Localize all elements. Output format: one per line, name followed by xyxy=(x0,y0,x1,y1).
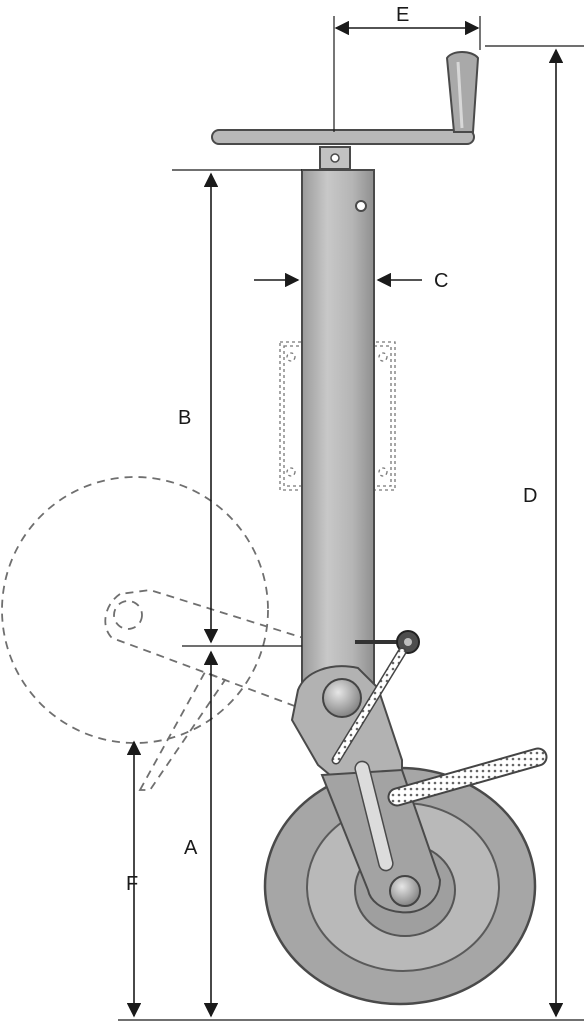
dimension-f: F xyxy=(126,740,142,1018)
tube-bolt xyxy=(355,200,367,212)
dimension-label-f: F xyxy=(126,873,138,895)
stowed-position-outline xyxy=(1,476,343,791)
stowed-leg-outline xyxy=(138,670,227,791)
pivot-ball xyxy=(322,678,362,718)
dimension-d: D xyxy=(485,45,584,1018)
release-pin xyxy=(355,630,420,654)
fork-slot xyxy=(354,760,394,872)
axle-hub xyxy=(389,875,421,907)
dimension-label-b: B xyxy=(178,407,191,429)
crank-bar xyxy=(211,129,475,145)
crank-grip xyxy=(445,51,480,133)
outer-tube xyxy=(301,169,375,691)
wheel xyxy=(263,766,537,1006)
dimension-label-e: E xyxy=(396,4,409,26)
dimension-c: C xyxy=(254,270,448,292)
stowed-wheel-outline xyxy=(1,476,269,744)
dimension-label-a: A xyxy=(184,837,198,859)
stowed-pivot-outline xyxy=(113,600,143,630)
spring-cable xyxy=(331,647,407,765)
dimension-label-d: D xyxy=(523,485,537,507)
dimension-label-c: C xyxy=(434,270,448,292)
dimension-e: E xyxy=(333,4,481,132)
crank-handle xyxy=(211,51,480,170)
dimension-a: A xyxy=(184,650,219,1018)
lever-handle xyxy=(387,747,548,807)
dimension-b: B xyxy=(172,169,302,647)
